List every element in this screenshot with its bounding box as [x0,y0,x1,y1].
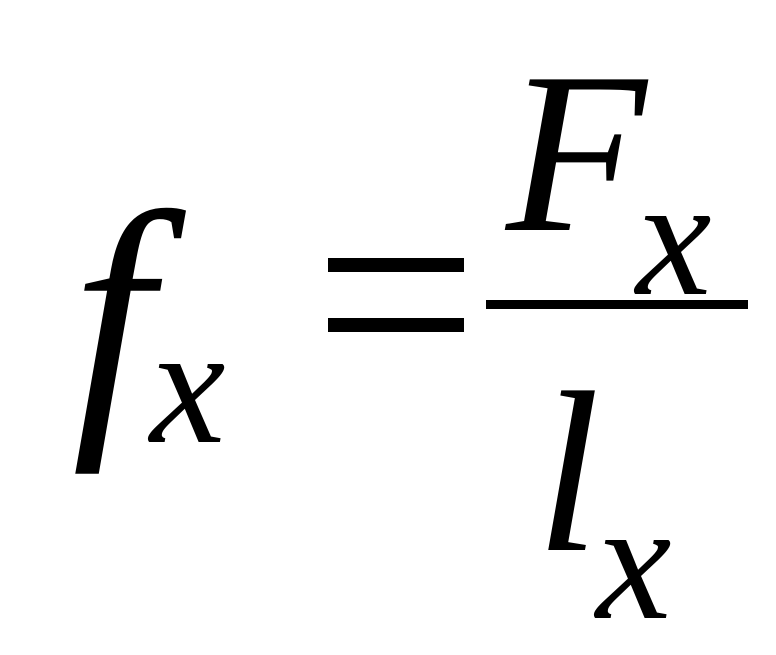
fraction-bar [486,300,748,309]
lhs-symbol: f [72,154,153,475]
equals-bar-top [328,258,464,272]
lhs-subscript: x [150,291,226,479]
equals-sign: = [328,258,464,332]
denominator-subscript: x [596,467,672,655]
numerator-subscript: x [636,143,712,331]
numerator-symbol: F [506,25,647,280]
denominator-symbol: l [536,345,600,600]
equals-bar-bottom [328,318,464,332]
